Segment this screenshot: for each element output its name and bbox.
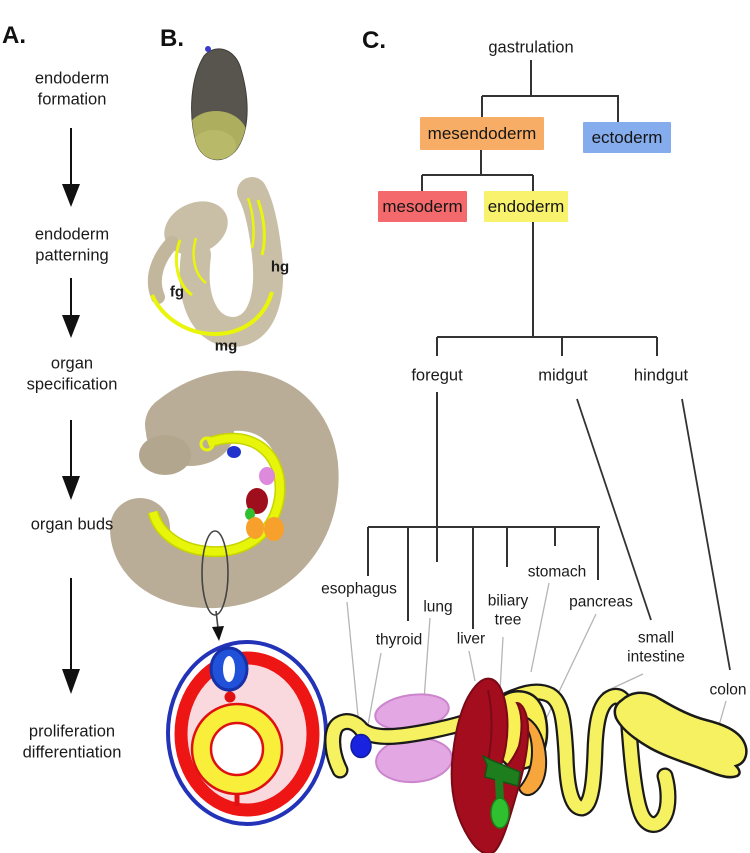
flow-step-proliferation-differentiation: proliferation differentiation (22, 722, 122, 761)
embryo-photo-gut-tube (147, 177, 284, 348)
mesendoderm-box: mesendoderm (420, 117, 544, 150)
endoderm-box: endoderm (484, 191, 568, 222)
biliary-bud-dot (245, 508, 255, 520)
embryo-photo-organ-buds (110, 370, 339, 609)
organ-label-small-intestine: small intestine (627, 629, 685, 666)
foregut-fg-label: fg (169, 283, 185, 301)
biliary-tree-shape (481, 754, 521, 829)
hindgut-hg-label: hg (270, 258, 290, 276)
lung-bud-dot (259, 467, 275, 485)
gut-organ-drawing (324, 677, 748, 853)
panel-b-label: B. (160, 25, 184, 52)
ectoderm-box: ectoderm (583, 122, 671, 153)
pancreas-bud-dot-2 (264, 517, 284, 541)
thyroid-shape (350, 733, 372, 759)
organ-label-biliary-tree: biliary tree (487, 592, 529, 629)
liver-bud-dot (246, 488, 268, 514)
colon-shape (613, 691, 748, 779)
organ-label-thyroid: thyroid (375, 631, 423, 649)
organ-label-esophagus: esophagus (321, 580, 397, 598)
thyroid-bud-dot (227, 446, 241, 458)
flow-arrow-icon (62, 128, 80, 694)
organ-label-colon: colon (709, 681, 747, 699)
gut-region-hindgut: hindgut (633, 366, 689, 385)
midgut-mg-label: mg (214, 337, 238, 355)
organ-label-lung: lung (423, 598, 453, 616)
gut-region-foregut: foregut (411, 366, 463, 385)
tree-root-gastrulation: gastrulation (488, 38, 574, 57)
flow-step-organ-buds: organ buds (30, 515, 114, 534)
mesoderm-box: mesoderm (378, 191, 467, 222)
gut-region-midgut: midgut (538, 366, 588, 385)
flow-step-endoderm-formation: endoderm formation (34, 69, 110, 108)
section-plane-indicator (201, 530, 229, 641)
embryo-photo-early (191, 46, 248, 161)
flow-step-endoderm-patterning: endoderm patterning (34, 225, 110, 264)
lung-shape (374, 693, 453, 784)
pancreas-bud-dot (246, 517, 264, 539)
cross-section-diagram (166, 640, 328, 826)
organ-label-liver: liver (456, 630, 486, 648)
flow-step-organ-specification: organ specification (26, 354, 118, 393)
gut-tube-shape (324, 683, 677, 833)
organ-label-stomach: stomach (527, 563, 587, 581)
gallbladder-shape (490, 797, 510, 829)
lineage-tree-lines (367, 60, 731, 671)
organ-label-pancreas: pancreas (569, 593, 633, 611)
panel-a-label: A. (2, 22, 26, 49)
panel-c-label: C. (362, 27, 386, 54)
